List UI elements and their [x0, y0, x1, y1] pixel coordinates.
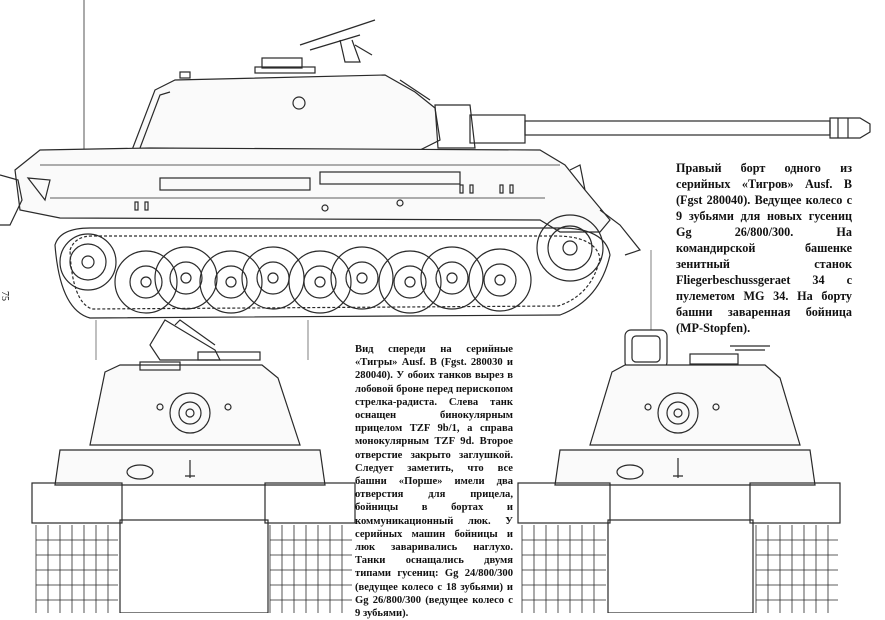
- side-view-caption: Правый борт одного из серийных «Тигров» …: [676, 161, 852, 335]
- side-view-drawing: [0, 0, 871, 360]
- front-view-right-drawing: [517, 329, 841, 613]
- page-number: 75: [0, 291, 10, 301]
- front-view-caption: Вид спереди на серийные «Тигры» Ausf. B …: [355, 344, 513, 620]
- front-view-left-drawing: [31, 319, 356, 613]
